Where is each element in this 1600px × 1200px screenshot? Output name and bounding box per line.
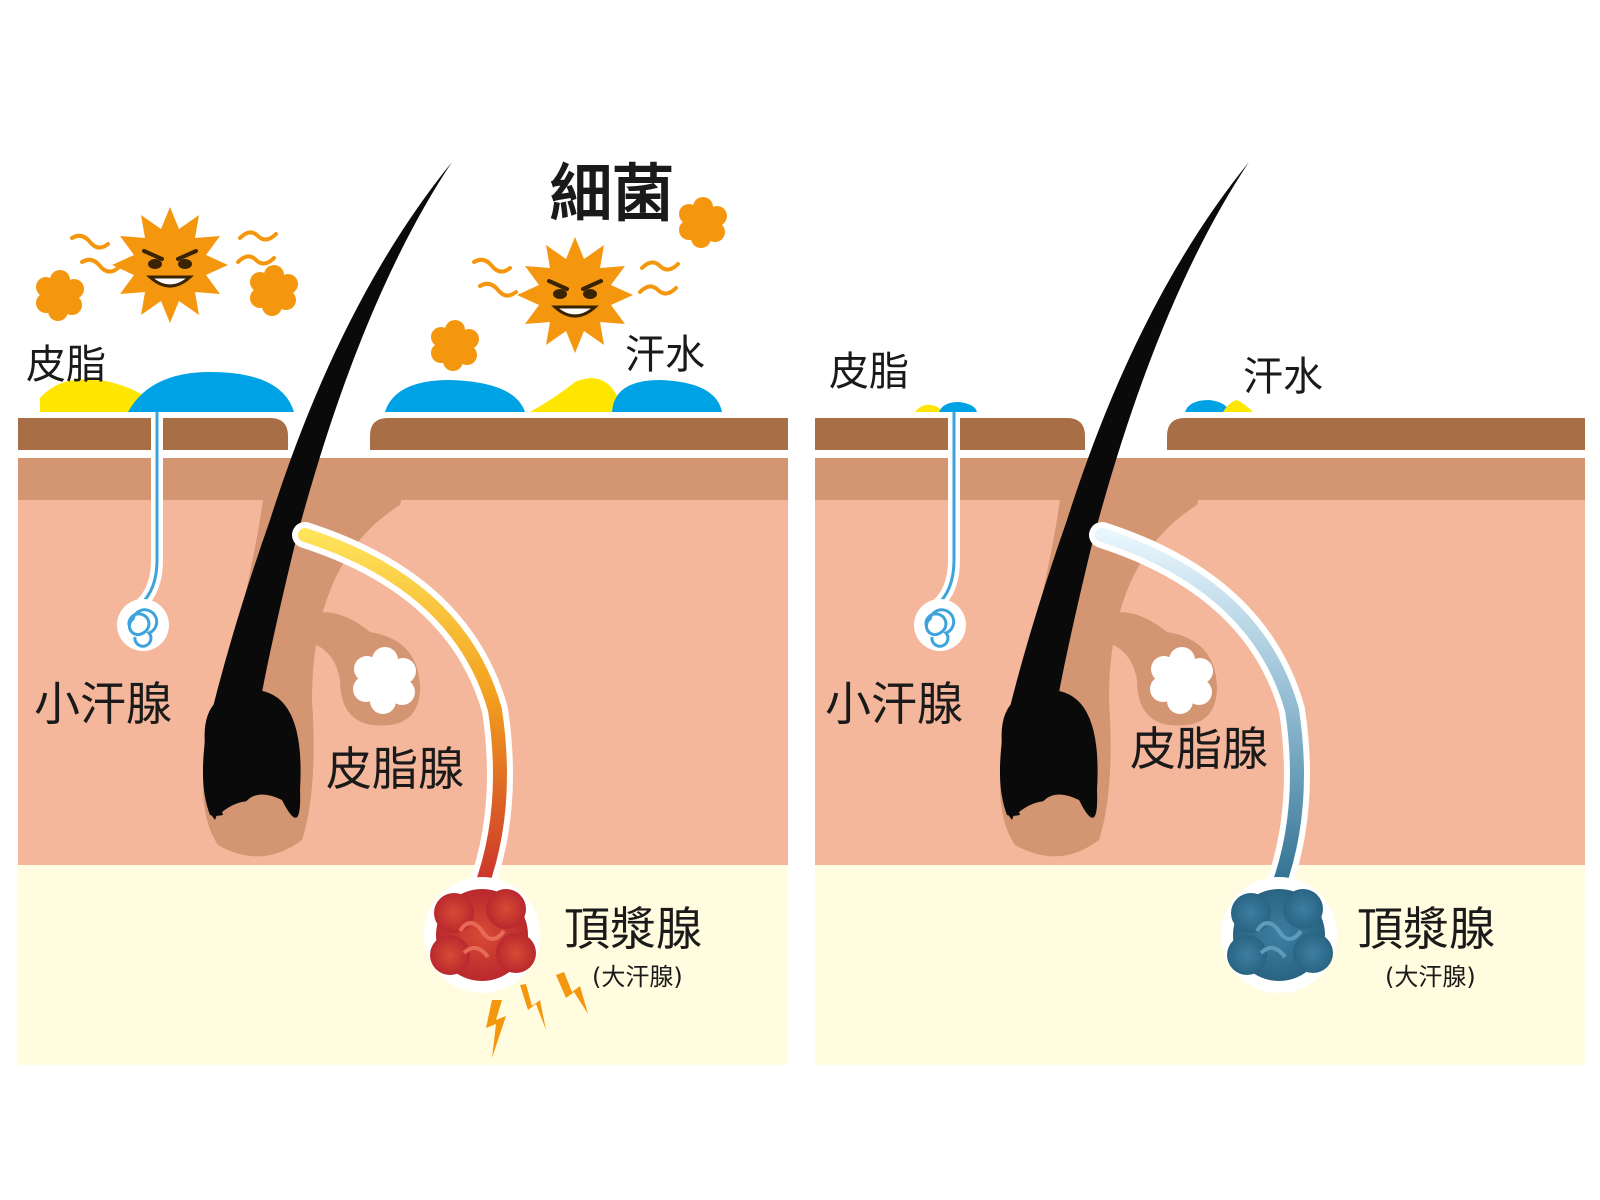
bacterium-icon — [36, 270, 84, 321]
sweat-label: 汗水 — [1243, 354, 1323, 400]
eccrine-gland-label: 小汗腺 — [825, 677, 963, 731]
irritation-bolt-icon — [486, 1000, 506, 1058]
sebaceous-gland-label: 皮脂腺 — [326, 742, 464, 796]
irritation-bolt-icon — [556, 972, 588, 1014]
apocrine-gland-label: 頂漿腺 — [564, 902, 702, 956]
hair-bulb — [1000, 690, 1098, 818]
sebum-label: 皮脂 — [26, 342, 106, 388]
subcutis-layer — [18, 865, 788, 1065]
eccrine-gland — [117, 599, 169, 651]
apocrine-gland-label: 頂漿腺 — [1357, 902, 1495, 956]
sweat-drop — [128, 372, 294, 412]
bacterium-icon — [431, 320, 479, 371]
sebaceous-gland-label: 皮脂腺 — [1130, 722, 1268, 776]
epidermis-layer — [815, 418, 1585, 450]
subcutis-layer — [815, 865, 1585, 1065]
panel-right: 皮脂 汗水 小汗腺 皮脂腺 頂漿腺 (大汗腺) — [815, 162, 1585, 1065]
irritation-bolt-icon — [520, 984, 546, 1030]
sebum-blob — [1223, 400, 1253, 412]
eccrine-gland-label: 小汗腺 — [34, 677, 172, 731]
dermal-papilla — [1019, 801, 1077, 836]
sebum-label: 皮脂 — [829, 349, 909, 395]
bacterium-icon — [250, 265, 298, 316]
dermal-papilla — [222, 801, 280, 836]
sweat-drop — [385, 380, 525, 412]
apocrine-gland-sublabel: (大汗腺) — [592, 963, 683, 991]
sweat-drop — [1185, 400, 1229, 412]
hair-shaft — [999, 162, 1249, 820]
apocrine-gland-active — [424, 877, 540, 993]
bacteria-label: 細菌 — [550, 157, 674, 230]
odor-wave-icon — [70, 230, 680, 298]
sweat-drop — [939, 402, 977, 412]
sebum-blob — [915, 404, 945, 412]
apocrine-gland-calm — [1221, 877, 1337, 993]
hair-bulb — [203, 690, 301, 818]
apocrine-duct — [298, 528, 507, 897]
sweat-label: 汗水 — [625, 332, 705, 378]
sweat-drop — [612, 380, 722, 412]
panel-left: 皮脂 汗水 細菌 小汗腺 皮脂腺 頂漿腺 (大汗腺) — [18, 157, 788, 1065]
apocrine-gland-sublabel: (大汗腺) — [1385, 963, 1476, 991]
hair-shaft — [202, 162, 452, 820]
bacterium-face-icon — [110, 205, 230, 325]
bacterium-icon — [679, 197, 727, 248]
sebum-blob — [530, 378, 628, 412]
bacterium-face-icon — [515, 235, 635, 355]
apocrine-duct — [1095, 528, 1304, 897]
epidermis-layer — [18, 418, 788, 450]
eccrine-gland — [914, 599, 966, 651]
sebum-blob — [40, 379, 160, 412]
